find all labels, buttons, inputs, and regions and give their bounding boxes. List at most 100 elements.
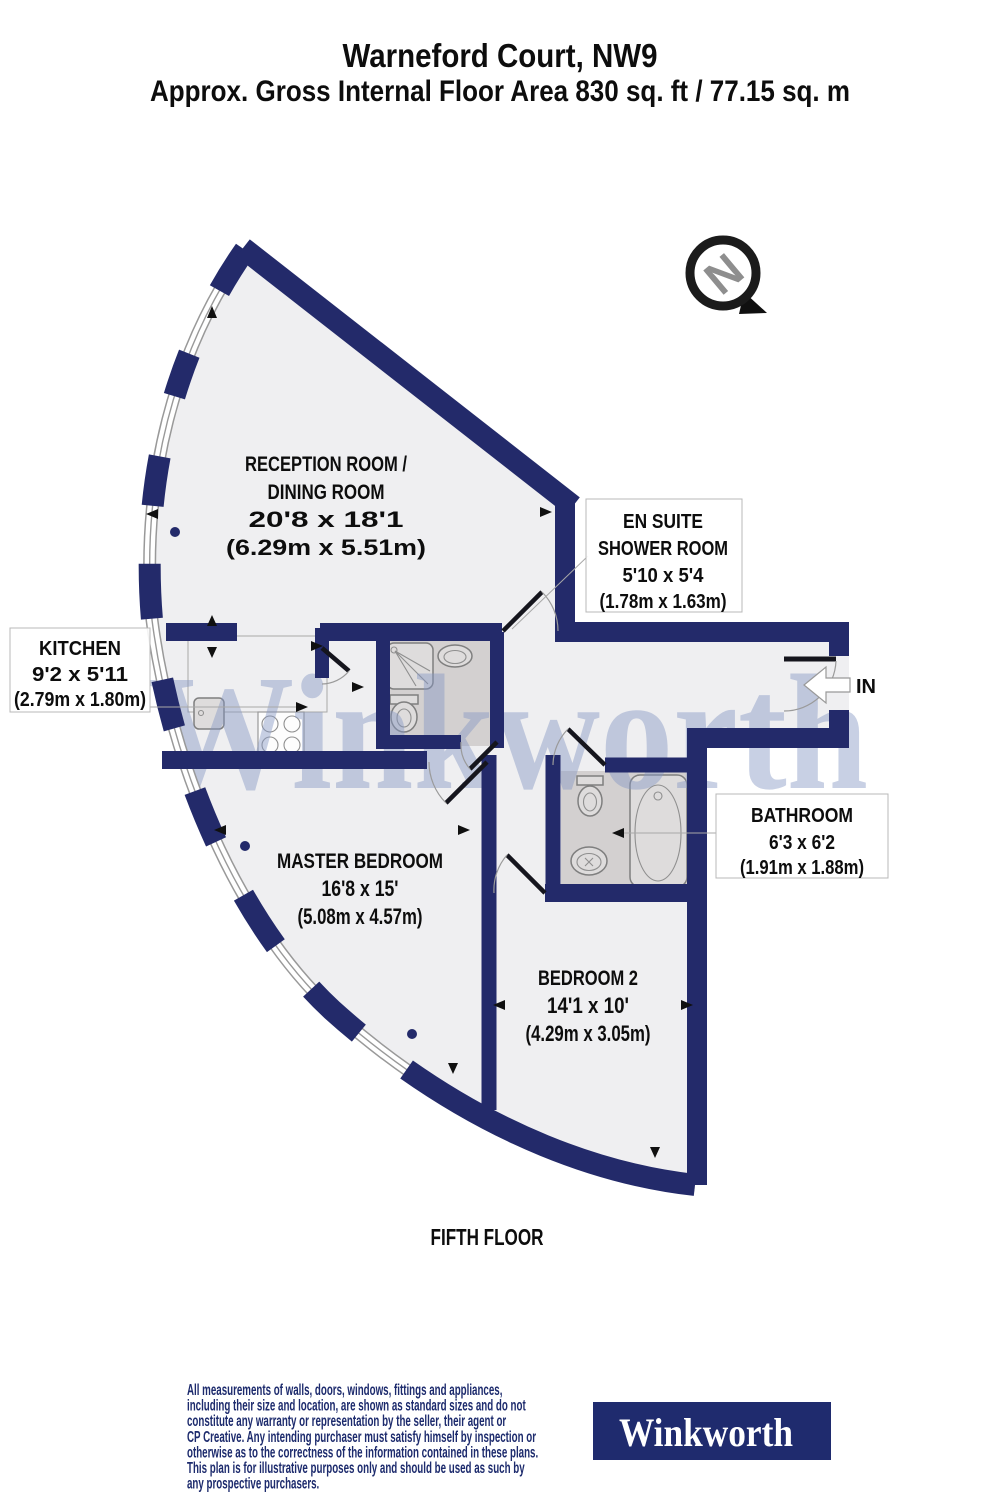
bathroom-fixtures xyxy=(570,774,688,888)
master-door-leaf xyxy=(444,760,489,805)
bathroom-basin-taps xyxy=(584,857,594,867)
disclaimer-line: otherwise as to the correctness of the i… xyxy=(187,1443,538,1461)
room-dims-m: (5.08m x 4.57m) xyxy=(298,904,423,929)
ensuite-fixtures xyxy=(386,642,473,733)
label-leader-arrow xyxy=(612,828,624,838)
room-name: BATHROOM xyxy=(751,805,853,827)
dim-arrow xyxy=(458,825,470,835)
room-dims-m: (1.78m x 1.63m) xyxy=(600,591,727,613)
disclaimer-line: constitute any warranty or representatio… xyxy=(187,1412,506,1430)
walls xyxy=(162,239,849,1185)
dim-arrow xyxy=(296,702,308,712)
ensuite-toilet-bowl xyxy=(396,708,412,728)
column-dot xyxy=(170,527,180,537)
room-dims-ft: 6'3 x 6'2 xyxy=(769,832,835,854)
dim-arrow xyxy=(448,1063,458,1074)
room-dims-ft: 5'10 x 5'4 xyxy=(623,565,705,587)
dim-arrow xyxy=(493,1000,505,1010)
shower-head xyxy=(390,646,398,654)
label-kitchen: KITCHEN 9'2 x 5'11 (2.79m x 1.80m) xyxy=(9,627,151,713)
dim-arrow xyxy=(207,615,217,626)
curved-wall-segments xyxy=(138,243,697,1196)
bathroom-toilet-bowl xyxy=(582,792,598,812)
bathroom-toilet-cistern xyxy=(576,775,604,786)
page-subtitle: Approx. Gross Internal Floor Area 830 sq… xyxy=(150,75,850,108)
room-dims-ft: 9'2 x 5'11 xyxy=(32,664,128,686)
logo-text: Winkworth xyxy=(619,1410,793,1455)
room-name: RECEPTION ROOM / xyxy=(245,453,407,476)
bedroom2-door-leaf xyxy=(505,853,547,895)
label-box xyxy=(9,627,151,713)
label-ensuite: EN SUITE SHOWER ROOM 5'10 x 5'4 (1.78m x… xyxy=(511,498,743,630)
room-dims-m: (2.79m x 1.80m) xyxy=(14,689,146,711)
wall-reception-diagonal xyxy=(236,239,580,515)
bathroom-basin-bowl xyxy=(576,852,602,872)
room-dims-ft: 20'8 x 18'1 xyxy=(249,507,404,532)
label-bathroom: BATHROOM 6'3 x 6'2 (1.91m x 1.88m) xyxy=(612,793,889,879)
kitchen-sink-tap xyxy=(197,709,205,717)
room-dims-m: (4.29m x 3.05m) xyxy=(526,1021,651,1046)
dim-arrow xyxy=(681,1000,693,1010)
room-dims-m: (6.29m x 5.51m) xyxy=(226,535,426,560)
label-reception: RECEPTION ROOM / DINING ROOM 20'8 x 18'1… xyxy=(226,453,426,560)
hob-ring xyxy=(283,715,301,733)
bathroom-toilet xyxy=(577,785,603,817)
disclaimer-block: All measurements of walls, doors, window… xyxy=(187,1381,538,1493)
room-name: DINING ROOM xyxy=(268,481,385,504)
reception-door-leaf xyxy=(501,590,544,633)
room-dims-ft: 16'8 x 15' xyxy=(322,876,399,901)
room-dims-ft: 14'1 x 10' xyxy=(547,993,629,1018)
room-name: KITCHEN xyxy=(39,638,121,660)
dim-arrow xyxy=(540,507,552,517)
dim-arrow xyxy=(650,1147,660,1158)
room-name: BEDROOM 2 xyxy=(538,967,638,990)
room-name: MASTER BEDROOM xyxy=(277,850,443,873)
dim-arrow xyxy=(311,641,323,651)
bathroom-door-arc xyxy=(552,728,569,766)
ensuite-door-leaf xyxy=(468,740,499,771)
compass-ring xyxy=(685,235,761,311)
room-name: EN SUITE xyxy=(623,511,703,533)
column-dot xyxy=(407,1029,417,1039)
hob-ring xyxy=(261,715,279,733)
winkworth-logo: Winkworth xyxy=(593,1402,831,1460)
ensuite-toilet xyxy=(390,701,418,733)
disclaimer-line: any prospective purchasers. xyxy=(187,1474,319,1492)
logo-background xyxy=(593,1402,831,1460)
kitchen-sink xyxy=(193,697,225,730)
disclaimer-line: including their size and location, are s… xyxy=(187,1396,526,1414)
disclaimer-line: CP Creative. Any intending purchaser mus… xyxy=(187,1427,536,1445)
master-door-arc xyxy=(428,761,447,804)
shower-spray xyxy=(394,650,431,687)
dim-arrow xyxy=(352,682,364,692)
dim-arrow xyxy=(214,825,226,835)
disclaimer-line: This plan is for illustrative purposes o… xyxy=(187,1459,525,1477)
dim-arrow xyxy=(207,306,217,318)
dimension-markers xyxy=(146,306,693,1158)
room-dims-m: (1.91m x 1.88m) xyxy=(740,857,864,879)
column-dot xyxy=(240,841,250,851)
bathtub-drain xyxy=(653,791,663,801)
entrance-label: IN xyxy=(856,676,876,698)
label-box xyxy=(715,793,889,879)
page-title: Warneford Court, NW9 xyxy=(343,37,658,74)
room-name: SHOWER ROOM xyxy=(598,538,728,560)
ensuite-door-arc xyxy=(460,741,471,770)
north-compass-icon: N xyxy=(685,235,767,314)
label-leader-line xyxy=(511,555,589,630)
dim-arrow xyxy=(146,509,158,519)
doors xyxy=(320,590,837,895)
floor-label: FIFTH FLOOR xyxy=(431,1224,544,1250)
kitchen-door-arc xyxy=(321,670,350,685)
ensuite-basin-bowl xyxy=(443,649,467,665)
reception-door-arc xyxy=(541,591,559,632)
curved-window-wall xyxy=(138,243,697,1196)
disclaimer-line: All measurements of walls, doors, window… xyxy=(187,1381,502,1399)
label-box xyxy=(585,498,743,613)
entrance-arrow-icon xyxy=(803,665,851,705)
label-master-bedroom: MASTER BEDROOM 16'8 x 15' (5.08m x 4.57m… xyxy=(277,850,443,929)
dim-arrow xyxy=(207,647,217,658)
kitchen-door-leaf xyxy=(320,646,351,673)
